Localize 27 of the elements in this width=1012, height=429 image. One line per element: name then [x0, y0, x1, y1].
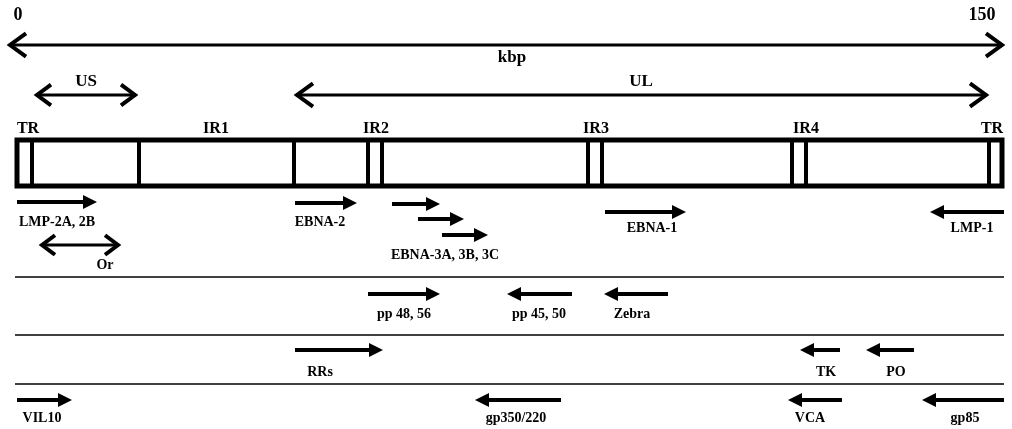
gene-label: EBNA-1 — [626, 221, 678, 235]
repeat-label: IR2 — [363, 120, 389, 136]
repeat-label: TR — [16, 120, 40, 136]
gene-label: pp 45, 50 — [511, 307, 567, 321]
gene-label: Zebra — [613, 307, 651, 321]
gene-label: PO — [886, 365, 906, 379]
axis-tick-label: 0 — [13, 5, 23, 23]
gene-label: EBNA-2 — [294, 215, 346, 229]
gene-label: VCA — [794, 411, 826, 425]
gene-label: LMP-1 — [950, 221, 994, 235]
region-label: US — [75, 71, 97, 89]
gene-label: gp85 — [950, 411, 980, 425]
repeat-label: IR1 — [203, 120, 229, 136]
axis-tick-label: 150 — [968, 5, 996, 23]
gene-label: VIL10 — [22, 411, 62, 425]
gene-label: LMP-2A, 2B — [18, 215, 96, 229]
gene-label: TK — [815, 365, 837, 379]
region-label: UL — [629, 71, 653, 89]
gene-label: Or — [96, 258, 114, 272]
repeat-label: TR — [980, 120, 1004, 136]
gene-label: pp 48, 56 — [376, 307, 432, 321]
repeat-label: IR3 — [583, 120, 609, 136]
gene-label: EBNA-3A, 3B, 3C — [390, 248, 500, 262]
repeat-label: IR4 — [793, 120, 819, 136]
axis-label: kbp — [497, 47, 527, 65]
gene-label: RRs — [307, 365, 333, 379]
gene-label: gp350/220 — [485, 411, 547, 425]
